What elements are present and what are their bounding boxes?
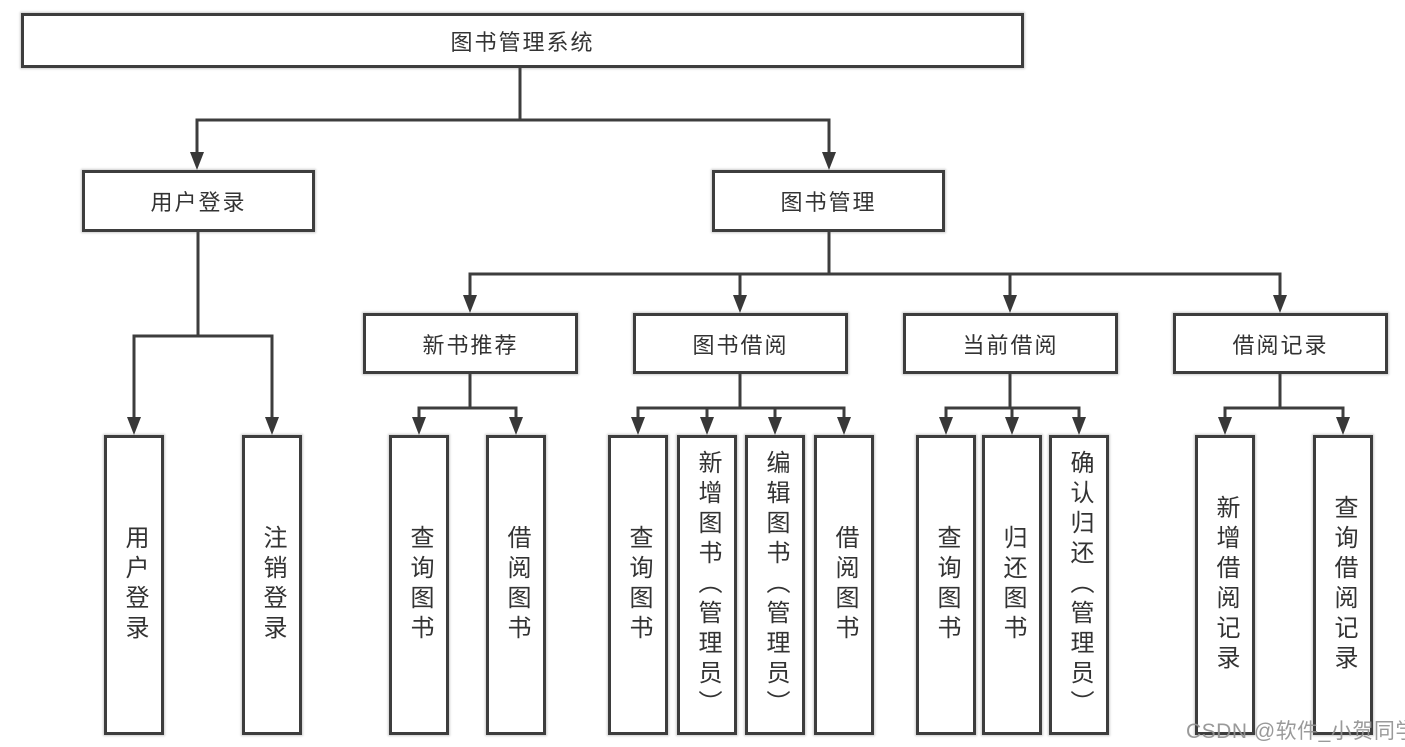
leaf-label: 借阅图书 xyxy=(503,525,530,645)
leaf-query-books-recommend: 查询图书 xyxy=(389,435,449,735)
leaf-label: 确认归还（管理员） xyxy=(1066,450,1093,720)
leaf-borrow-books: 借阅图书 xyxy=(814,435,874,735)
node-user-login: 用户登录 xyxy=(82,170,315,232)
leaf-user-login: 用户登录 xyxy=(104,435,164,735)
leaf-edit-book-admin: 编辑图书（管理员） xyxy=(745,435,805,735)
node-label: 图书借阅 xyxy=(692,332,789,358)
leaf-borrow-books-recommend: 借阅图书 xyxy=(486,435,546,735)
leaf-label: 归还图书 xyxy=(999,525,1026,645)
node-label: 图书管理系统 xyxy=(450,29,595,55)
leaf-return-books: 归还图书 xyxy=(982,435,1042,735)
leaf-confirm-return-admin: 确认归还（管理员） xyxy=(1049,435,1109,735)
node-label: 用户登录 xyxy=(150,190,247,215)
leaf-label: 借阅图书 xyxy=(831,525,858,645)
leaf-query-borrow-record: 查询借阅记录 xyxy=(1313,435,1373,735)
leaf-label: 查询借阅记录 xyxy=(1330,495,1357,675)
leaf-add-book-admin: 新增图书（管理员） xyxy=(677,435,737,735)
leaf-label: 编辑图书（管理员） xyxy=(762,450,789,720)
node-label: 新书推荐 xyxy=(422,332,519,358)
leaf-label: 查询图书 xyxy=(625,525,652,645)
watermark: CSDN @软件_小贺同学 xyxy=(1186,720,1405,743)
leaf-label: 新增图书（管理员） xyxy=(694,450,721,720)
leaf-label: 查询图书 xyxy=(406,525,433,645)
node-library-management-system: 图书管理系统 xyxy=(21,13,1024,68)
leaf-label: 查询图书 xyxy=(933,525,960,645)
node-current-borrowing: 当前借阅 xyxy=(903,313,1118,374)
leaf-logout: 注销登录 xyxy=(242,435,302,735)
leaf-label: 注销登录 xyxy=(259,525,286,645)
node-borrowing-records: 借阅记录 xyxy=(1173,313,1388,374)
node-label: 当前借阅 xyxy=(962,332,1059,358)
node-new-book-recommendation: 新书推荐 xyxy=(363,313,578,374)
node-book-management: 图书管理 xyxy=(712,170,945,232)
node-book-borrowing: 图书借阅 xyxy=(633,313,848,374)
leaf-query-books-borrow: 查询图书 xyxy=(608,435,668,735)
leaf-label: 新增借阅记录 xyxy=(1212,495,1239,675)
leaf-add-borrow-record: 新增借阅记录 xyxy=(1195,435,1255,735)
node-label: 借阅记录 xyxy=(1232,332,1329,358)
leaf-label: 用户登录 xyxy=(121,525,148,645)
leaf-query-books-current: 查询图书 xyxy=(916,435,976,735)
node-label: 图书管理 xyxy=(780,190,877,215)
